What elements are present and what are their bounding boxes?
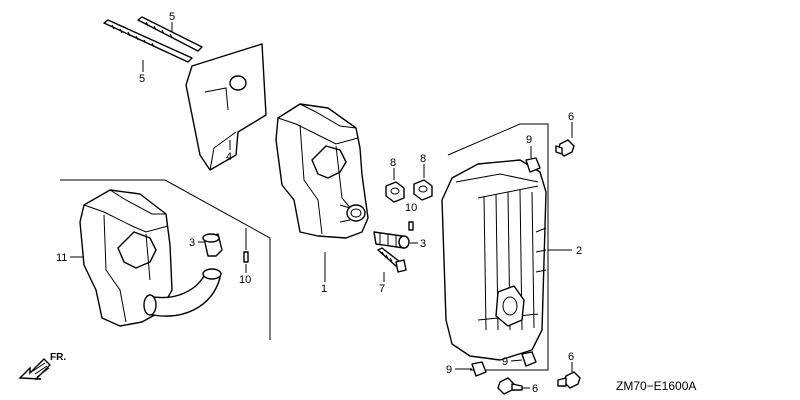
tapping-screw-right	[408, 221, 414, 231]
flange-bolt-top	[555, 139, 575, 157]
callout-1: 1	[321, 283, 327, 295]
exhaust-gasket-collar-right	[373, 231, 410, 249]
flange-bolt-bottom-left	[497, 377, 523, 395]
callout-8-left: 8	[390, 157, 396, 169]
front-direction-label: FR.	[50, 352, 66, 363]
tapping-screw-left	[243, 228, 249, 263]
callout-6-bottom-right: 6	[568, 351, 574, 363]
stud-bolt-left	[103, 19, 193, 63]
callout-10-left: 10	[239, 274, 251, 286]
exhaust-gasket-collar-left	[202, 233, 223, 257]
callout-6-bottom-left: 6	[532, 383, 538, 395]
callout-5-top: 5	[169, 11, 175, 23]
callout-9-top: 9	[526, 134, 532, 146]
flange-nut-left	[385, 181, 405, 203]
front-direction-arrow-icon	[18, 358, 51, 380]
diagram-code: ZM70−E1600A	[616, 379, 696, 393]
exhaust-pipe-bend	[143, 268, 222, 317]
flange-bolt-bottom-right	[557, 371, 581, 389]
muffler-cover	[441, 159, 547, 361]
grommet-bottom-right	[521, 351, 537, 367]
callout-9-bottom-left: 9	[446, 364, 452, 376]
callout-7: 7	[379, 283, 385, 295]
alternate-muffler-frame	[60, 179, 271, 340]
muffler-protector-plate	[185, 43, 267, 171]
flange-bolt-long	[377, 247, 407, 273]
flange-nut-right	[413, 179, 433, 201]
callout-3-right: 3	[420, 238, 426, 250]
callout-2: 2	[576, 245, 582, 257]
stud-bolt-right	[137, 16, 203, 52]
callout-8-right: 8	[420, 153, 426, 165]
callout-3-left: 3	[189, 237, 195, 249]
callout-5-bottom: 5	[139, 73, 145, 85]
callout-9-bottom-right: 9	[502, 356, 508, 368]
muffler-alternate	[79, 189, 173, 327]
muffler-cover-frame	[447, 123, 549, 371]
callout-11: 11	[56, 252, 67, 264]
grommet-bottom-left	[471, 361, 487, 377]
callout-6-top: 6	[568, 111, 574, 123]
callout-10-right: 10	[405, 202, 417, 214]
callout-4: 4	[226, 151, 232, 163]
grommet-top	[525, 157, 541, 173]
muffler-body	[275, 103, 369, 239]
